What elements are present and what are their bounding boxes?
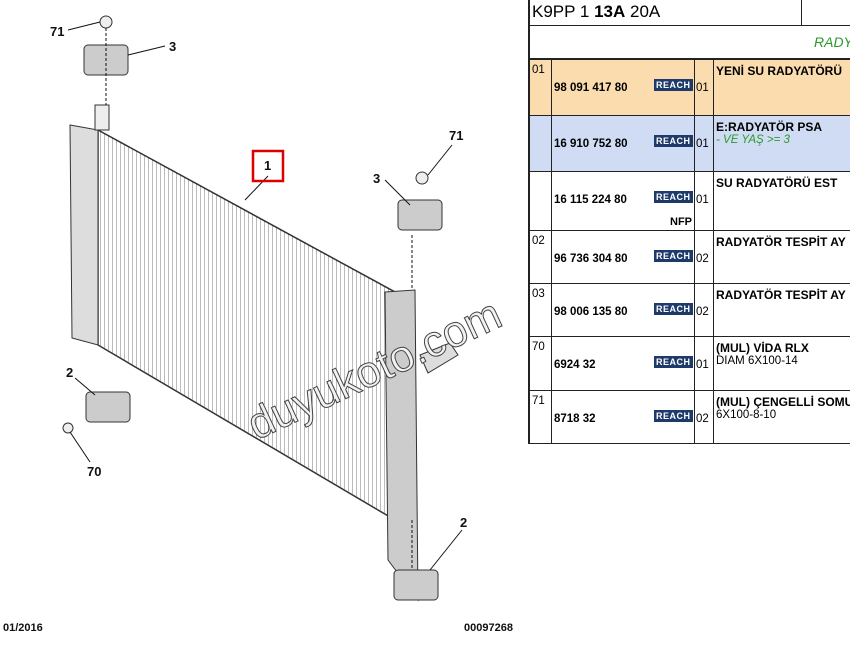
callout-2[interactable]: 2: [460, 515, 468, 530]
callout-70[interactable]: 70: [87, 464, 102, 479]
part-number[interactable]: 96 736 304 80: [554, 253, 628, 265]
reach-badge: REACH: [654, 410, 693, 422]
part-cell: 16 115 224 80 REACH NFP: [551, 172, 695, 230]
date-label: 01/2016: [3, 622, 43, 634]
reach-badge: REACH: [654, 303, 693, 315]
table-row[interactable]: 16 115 224 80 REACH NFP 01 SU RADYATÖRÜ ES…: [530, 172, 850, 231]
table-row[interactable]: 02 96 736 304 80 REACH 02 RADYATÖR TESPİT…: [530, 231, 850, 284]
description-cell: YENİ SU RADYATÖRÜ: [713, 60, 842, 115]
reach-badge: REACH: [654, 250, 693, 262]
part-cell: 6924 32 REACH: [551, 337, 695, 390]
callout-71[interactable]: 71: [50, 24, 65, 39]
callout-71[interactable]: 71: [449, 128, 464, 143]
description-cell: RADYATÖR TESPİT AY: [713, 284, 846, 336]
reach-badge: REACH: [654, 79, 693, 91]
description-detail: DIAM 6X100-14: [716, 355, 798, 367]
reach-badge: REACH: [654, 135, 693, 147]
radiator-core: [69, 104, 459, 602]
description-cell: E:RADYATÖR PSA- VE YAŞ >= 3: [713, 116, 822, 171]
radiator-drawing: [62, 15, 463, 602]
highlight-box: [251, 149, 285, 183]
nfp-note: NFP: [670, 216, 692, 228]
section-header: RADY: [530, 26, 850, 60]
description: (MUL) ÇENGELLİ SOMU: [716, 395, 850, 409]
model-title: K9PP 1 13A 20A: [532, 2, 660, 22]
part-cell: 96 736 304 80 REACH: [551, 231, 695, 283]
title-part: 20A: [625, 2, 661, 21]
quantity: 02: [696, 253, 709, 265]
title-part: K9PP 1: [532, 2, 595, 21]
part-number[interactable]: 6924 32: [554, 359, 596, 371]
description-detail: - VE YAŞ >= 3: [716, 134, 790, 146]
table-row[interactable]: 16 910 752 80 REACH 01 E:RADYATÖR PSA- VE…: [530, 116, 850, 172]
part-number[interactable]: 98 006 135 80: [554, 306, 628, 318]
ref-number: 01: [532, 64, 545, 76]
part-number[interactable]: 98 091 417 80: [554, 82, 628, 94]
table-row[interactable]: 03 98 006 135 80 REACH 02 RADYATÖR TESPİT…: [530, 284, 850, 337]
part-number[interactable]: 16 910 752 80: [554, 138, 628, 150]
part-cell: 8718 32 REACH: [551, 391, 695, 443]
part-cell: 98 091 417 80 REACH: [551, 60, 695, 115]
part-cell: 16 910 752 80 REACH: [551, 116, 695, 171]
description: RADYATÖR TESPİT AY: [716, 288, 846, 302]
description: E:RADYATÖR PSA: [716, 120, 823, 134]
ref-number: 70: [532, 341, 545, 353]
table-row[interactable]: 01 98 091 417 80 REACH 01 YENİ SU RADYATÖ…: [530, 60, 850, 116]
part-cell: 98 006 135 80 REACH: [551, 284, 695, 336]
quantity: 01: [696, 82, 709, 94]
leader-lines: [67, 21, 463, 571]
reach-badge: REACH: [654, 191, 693, 203]
callout-1[interactable]: 1: [264, 158, 272, 173]
description: SU RADYATÖRÜ EST: [716, 176, 838, 190]
callout-3[interactable]: 3: [169, 39, 177, 54]
reach-badge: REACH: [654, 356, 693, 368]
parts-table: K9PP 1 13A 20A RADY 01 98 091 417 80 REAC…: [528, 0, 850, 444]
table-header: K9PP 1 13A 20A: [530, 0, 850, 26]
parts-diagram: 71 3 1 71 3 2 70 2 duyukoto.com 01/2016 …: [3, 15, 513, 634]
description-cell: RADYATÖR TESPİT AY: [713, 231, 846, 283]
description: YENİ SU RADYATÖRÜ: [716, 64, 843, 78]
part-number[interactable]: 8718 32: [554, 413, 596, 425]
quantity: 02: [696, 306, 709, 318]
ref-number: 02: [532, 235, 545, 247]
quantity: 01: [696, 359, 709, 371]
quantity: 02: [696, 413, 709, 425]
ref-number: 71: [532, 395, 545, 407]
diagram-ref: 00097268: [464, 622, 513, 634]
ref-number: 03: [532, 288, 545, 300]
description-detail: 6X100-8-10: [716, 409, 777, 421]
description: (MUL) VİDA RLX: [716, 341, 809, 355]
section-title: RADY: [814, 34, 850, 50]
part-number[interactable]: 16 115 224 80: [554, 194, 627, 206]
quantity: 01: [696, 194, 709, 206]
callout-3[interactable]: 3: [373, 171, 381, 186]
title-bold: 13A: [594, 2, 626, 21]
description-cell: SU RADYATÖRÜ EST: [713, 172, 837, 230]
quantity: 01: [696, 138, 709, 150]
callout-2[interactable]: 2: [66, 365, 74, 380]
description: RADYATÖR TESPİT AY: [716, 235, 846, 249]
